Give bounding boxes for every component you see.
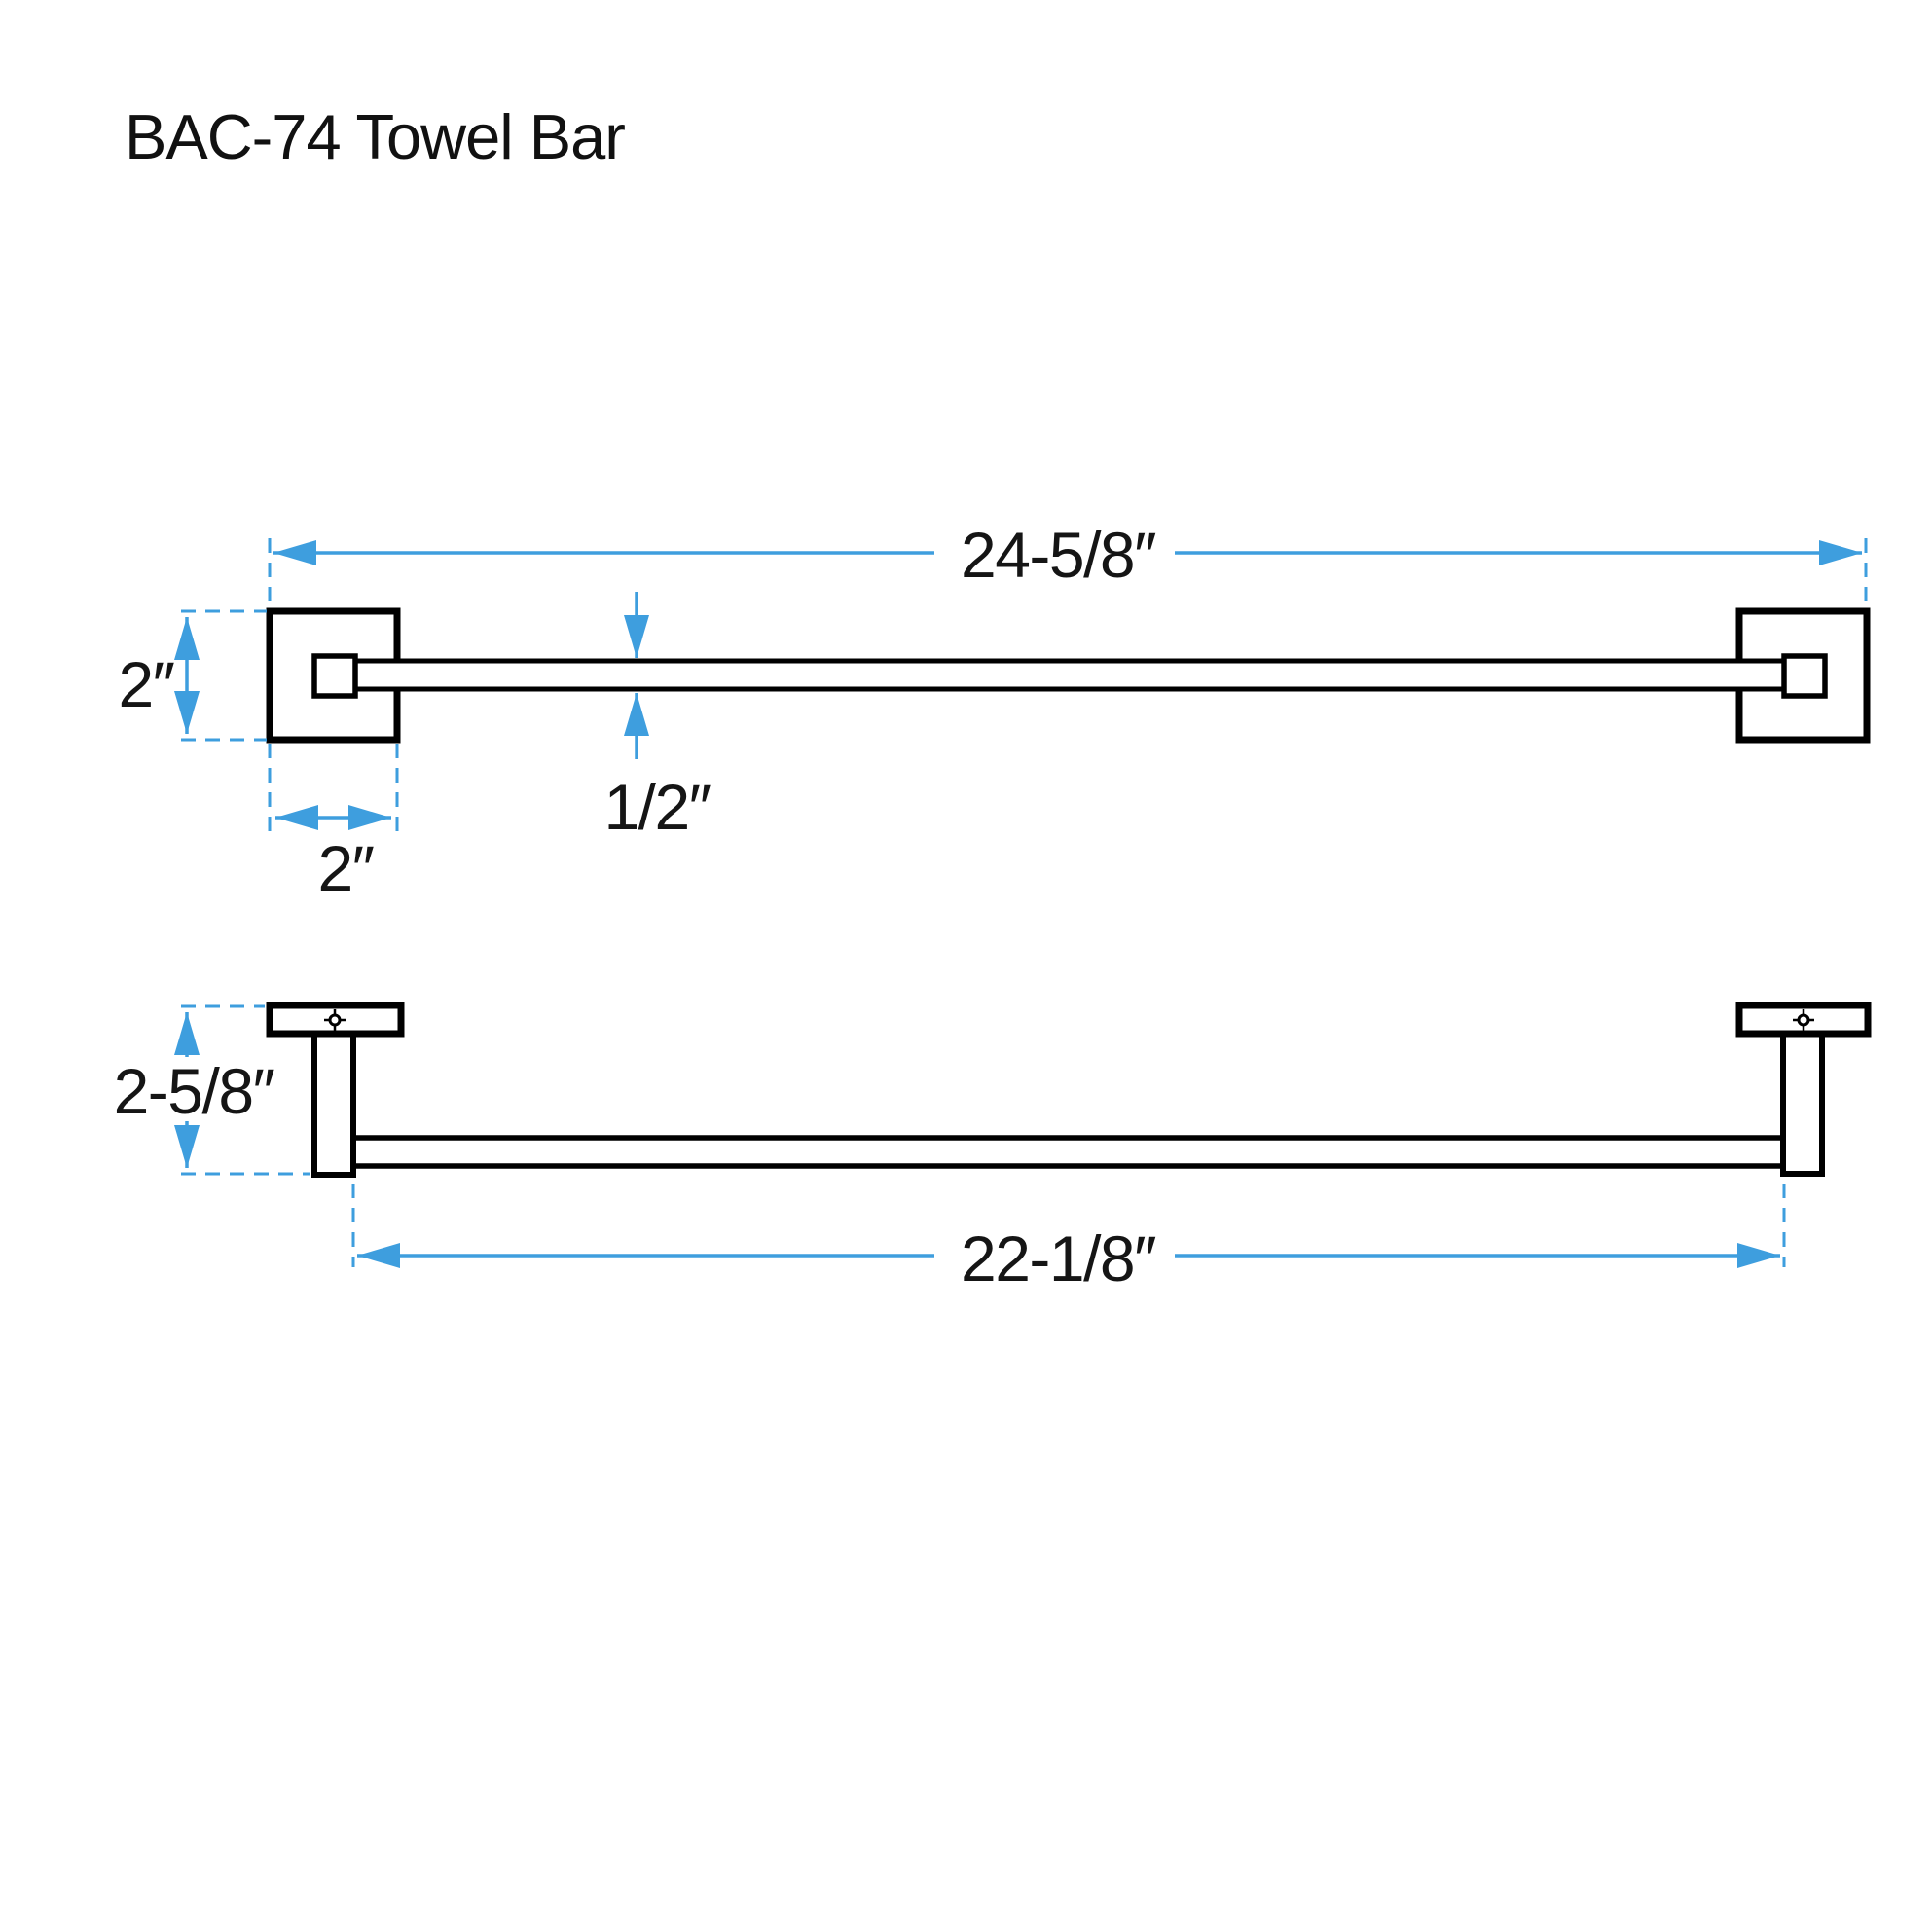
dim-overall-width-label: 24-5/8″ bbox=[961, 519, 1156, 591]
right-post bbox=[1780, 1031, 1825, 1177]
towel-bar-body bbox=[355, 661, 1784, 689]
dim-plate-width-label: 2″ bbox=[317, 832, 374, 904]
dim-plate-height-label: 2″ bbox=[118, 648, 174, 720]
label-background bbox=[97, 1057, 292, 1121]
left-post bbox=[311, 1031, 356, 1178]
dim-span-label: 22-1/8″ bbox=[961, 1222, 1156, 1294]
right-bar-endcap bbox=[1781, 653, 1828, 699]
page-title: BAC-74 Towel Bar bbox=[125, 101, 625, 172]
front-view: 24-5/8″ 2″ 2″ 1/2″ bbox=[118, 519, 1871, 904]
dim-bar-thickness-label: 1/2″ bbox=[603, 771, 711, 843]
screw-center-mark-icon bbox=[324, 1009, 346, 1031]
side-view: 2-5/8″ 22-1/8″ bbox=[97, 1002, 1872, 1294]
screw-center-mark-icon bbox=[1793, 1009, 1814, 1031]
towel-bar-body bbox=[353, 1138, 1783, 1166]
left-bar-endcap bbox=[311, 653, 358, 699]
dim-depth-label: 2-5/8″ bbox=[114, 1055, 275, 1127]
